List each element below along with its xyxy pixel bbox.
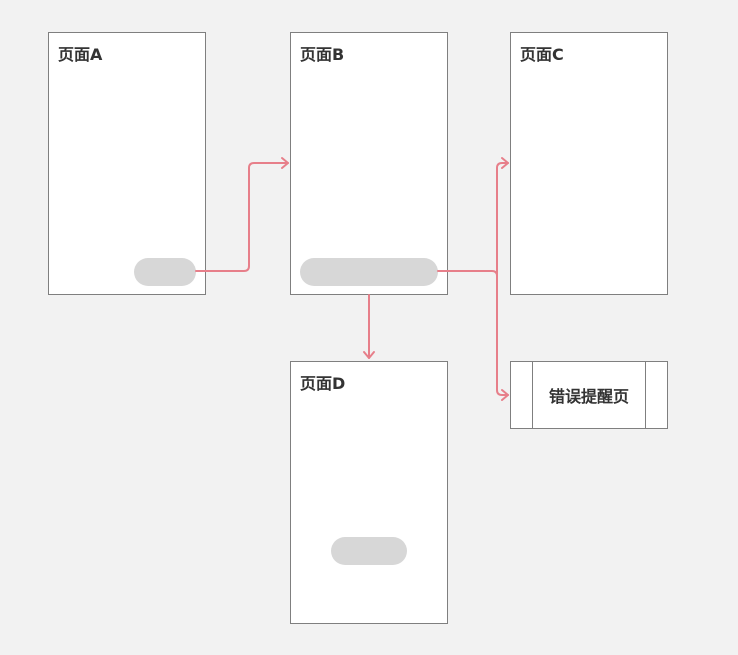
page-a-title: 页面A (58, 45, 103, 64)
page-c-box: 页面C (510, 32, 668, 295)
error-page-left-bar (532, 362, 533, 428)
arrowhead-b-to-error (501, 389, 509, 401)
error-page-label: 错误提醒页 (548, 387, 629, 406)
connector-a-to-b (195, 162, 289, 272)
arrowhead-b-to-d (363, 351, 375, 359)
error-page-right-bar (645, 362, 646, 428)
arrowhead-a-to-b (281, 157, 289, 169)
arrowhead-b-to-c (501, 157, 509, 169)
connector-b-to-c (496, 162, 509, 272)
page-a-button[interactable] (134, 258, 196, 286)
page-c-title: 页面C (520, 45, 564, 64)
page-b-box: 页面B (290, 32, 448, 295)
page-d-title: 页面D (300, 374, 346, 393)
page-d-button[interactable] (331, 537, 407, 565)
page-b-title: 页面B (300, 45, 345, 64)
page-a-box: 页面A (48, 32, 206, 295)
page-b-button[interactable] (300, 258, 438, 286)
connector-b-to-error (496, 270, 509, 396)
page-d-box: 页面D (290, 361, 448, 624)
error-page-box: 错误提醒页 (510, 361, 668, 429)
